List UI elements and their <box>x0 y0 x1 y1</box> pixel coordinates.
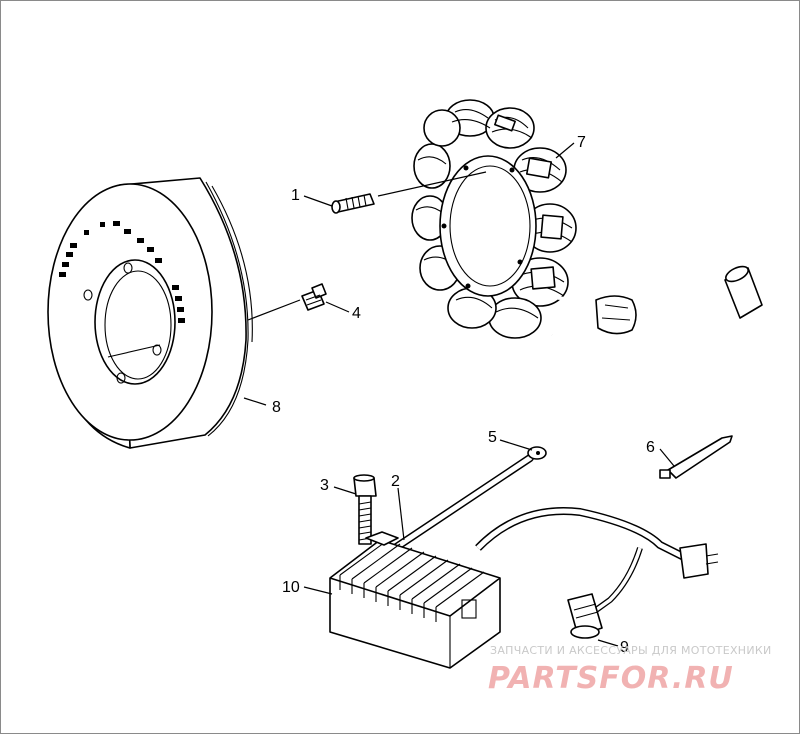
stator-part <box>411 99 763 353</box>
callout-8: 8 <box>272 399 281 416</box>
callout-3: 3 <box>320 477 329 494</box>
watermark-logo: PARTSFOR.RU <box>488 661 734 696</box>
leader-lines <box>243 142 675 647</box>
callout-7: 7 <box>577 134 586 151</box>
bolt-part-3 <box>353 474 377 545</box>
callout-5: 5 <box>488 429 497 446</box>
rotor-part <box>47 177 253 449</box>
watermark-tagline: ЗАПЧАСТИ И АКСЕССУАРЫ ДЛЯ МОТОТЕХНИКИ <box>490 644 772 657</box>
cable-part-5 <box>391 446 547 552</box>
callout-9: 9 <box>620 639 629 656</box>
watermark: ЗАПЧАСТИ И АКСЕССУАРЫ ДЛЯ МОТОТЕХНИКИ PA… <box>488 644 772 696</box>
callout-labels: 1 2 3 4 5 6 7 8 9 10 <box>272 134 655 656</box>
callout-4: 4 <box>352 305 361 322</box>
tie-strap-part-6 <box>659 435 733 479</box>
bolt-part-4 <box>301 283 327 311</box>
callout-10: 10 <box>282 579 300 596</box>
regulator-part-10 <box>329 507 719 669</box>
callout-2: 2 <box>391 473 400 490</box>
callout-1: 1 <box>291 187 300 204</box>
callout-6: 6 <box>646 439 655 456</box>
screw-part-1 <box>331 193 375 214</box>
